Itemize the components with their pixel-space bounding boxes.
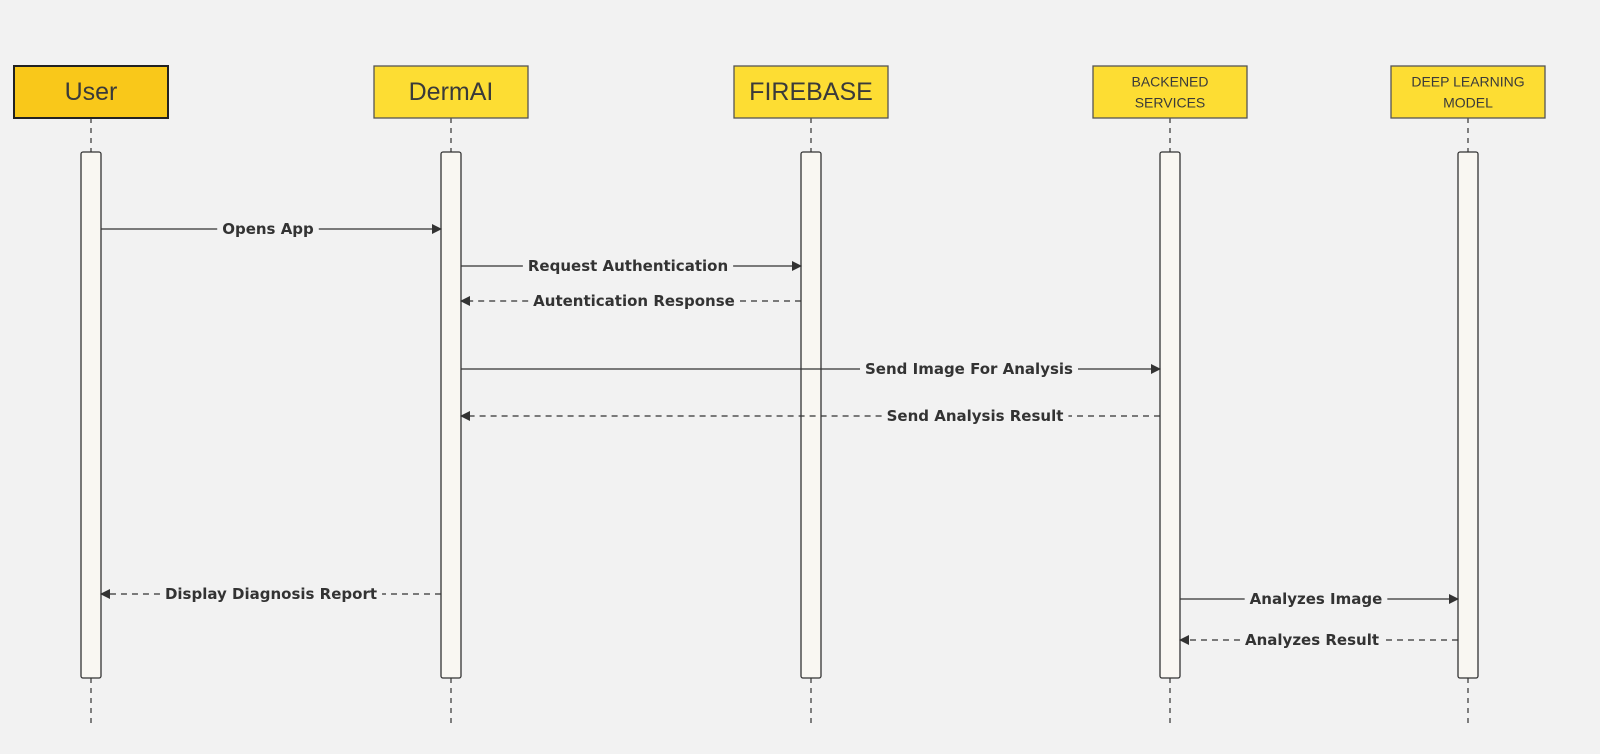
actor-dl-model[interactable]: DEEP LEARNING MODEL bbox=[1390, 65, 1546, 119]
message-1: Opens App bbox=[101, 220, 442, 238]
message-6: Display Diagnosis Report bbox=[100, 585, 441, 603]
message-4: Send Image For Analysis bbox=[461, 360, 1161, 378]
actor-box-dl-model[interactable] bbox=[1390, 65, 1546, 119]
message-7: Analyzes Image bbox=[1180, 590, 1459, 608]
actor-backend[interactable]: BACKENED SERVICES bbox=[1092, 65, 1248, 119]
activation-bar-dl-model bbox=[1457, 151, 1479, 679]
actor-label-backend-line-2: SERVICES bbox=[1135, 95, 1206, 111]
message-label-8: Analyzes Result bbox=[1245, 631, 1379, 649]
actors-layer: User DermAI FIREBASE BACKENED SERVICES DEEP L… bbox=[13, 65, 1546, 119]
actor-firebase[interactable]: FIREBASE bbox=[733, 65, 889, 119]
message-5: Send Analysis Result bbox=[460, 407, 1160, 425]
activations-layer bbox=[80, 151, 1479, 679]
actor-label-firebase: FIREBASE bbox=[749, 78, 873, 106]
activation-bar-dermai bbox=[440, 151, 462, 679]
activation-bar-backend bbox=[1159, 151, 1181, 679]
message-3: Autentication Response bbox=[460, 292, 801, 310]
activation-bar-firebase bbox=[800, 151, 822, 679]
message-2: Request Authentication bbox=[461, 257, 802, 275]
actor-label-dl-model-line-1: DEEP LEARNING bbox=[1411, 74, 1524, 90]
message-label-1: Opens App bbox=[222, 220, 314, 238]
actor-box-backend[interactable] bbox=[1092, 65, 1248, 119]
actor-label-backend-line-1: BACKENED bbox=[1131, 74, 1208, 90]
actor-box-user[interactable] bbox=[13, 65, 169, 119]
message-label-5: Send Analysis Result bbox=[887, 407, 1064, 425]
message-label-7: Analyzes Image bbox=[1250, 590, 1383, 608]
message-label-3: Autentication Response bbox=[533, 292, 735, 310]
actor-dermai[interactable]: DermAI bbox=[373, 65, 529, 119]
actor-user[interactable]: User bbox=[13, 65, 169, 119]
actor-label-dermai: DermAI bbox=[409, 78, 494, 106]
actor-label-dl-model-line-2: MODEL bbox=[1443, 95, 1493, 111]
actor-box-dermai[interactable] bbox=[373, 65, 529, 119]
actor-box-firebase[interactable] bbox=[733, 65, 889, 119]
message-label-4: Send Image For Analysis bbox=[865, 360, 1073, 378]
message-8: Analyzes Result bbox=[1179, 631, 1458, 649]
activation-bar-user bbox=[80, 151, 102, 679]
message-label-6: Display Diagnosis Report bbox=[165, 585, 377, 603]
message-label-2: Request Authentication bbox=[528, 257, 728, 275]
actor-label-user: User bbox=[65, 78, 118, 106]
